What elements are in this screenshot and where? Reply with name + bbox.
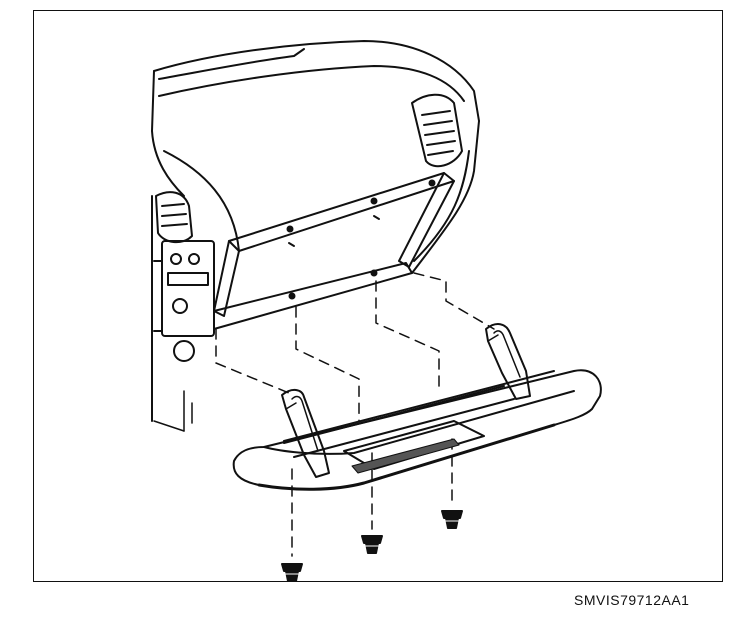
door-bottom-shade [257,423,556,491]
center-vent [155,191,193,244]
left-stop-arm [281,389,330,478]
door-latch-recess [343,420,485,470]
panel-top-contour [153,40,480,122]
door-inner-lip [263,390,575,455]
defroster-slot [158,48,305,80]
glove-box-removal-illustration [151,40,602,582]
leader-stepped-1 [295,306,360,422]
alignment-leader-lines [215,272,495,557]
opening-lower-rail [213,262,413,330]
lower-console-lines [153,390,193,432]
figure-code: SMVIS79712AA1 [574,592,690,608]
panel-lower-lip [163,150,240,252]
glove-box-opening [213,120,480,330]
screw-2 [361,535,383,554]
screw-1 [281,563,303,582]
radio-unit [161,240,215,337]
right-stop-arm-body [485,323,531,400]
opening-left-side [213,240,240,317]
door-rear-edge [283,370,555,442]
panel-left-face [151,70,185,197]
door-tray-floor [283,385,515,458]
instrument-panel [151,40,480,252]
mounting-screws [281,510,463,582]
right-stop-arm [485,323,531,400]
air-vent-housing [411,93,463,168]
leader-left [215,328,290,394]
door-latch-handle [351,438,460,474]
glove-box-door [232,369,602,491]
leader-stepped-2 [375,280,440,392]
leader-right [413,272,495,330]
panel-top-inner-contour [158,65,465,102]
diagram-frame [33,10,723,582]
screw-3 [441,510,463,529]
panel-right-edge [411,120,480,274]
opening-upper-rail [228,172,455,252]
panel-right-drop [413,150,470,262]
air-vent [411,93,463,168]
center-stack [151,191,215,422]
door-outer-shell [232,369,602,491]
left-stop-arm-body [281,389,330,478]
